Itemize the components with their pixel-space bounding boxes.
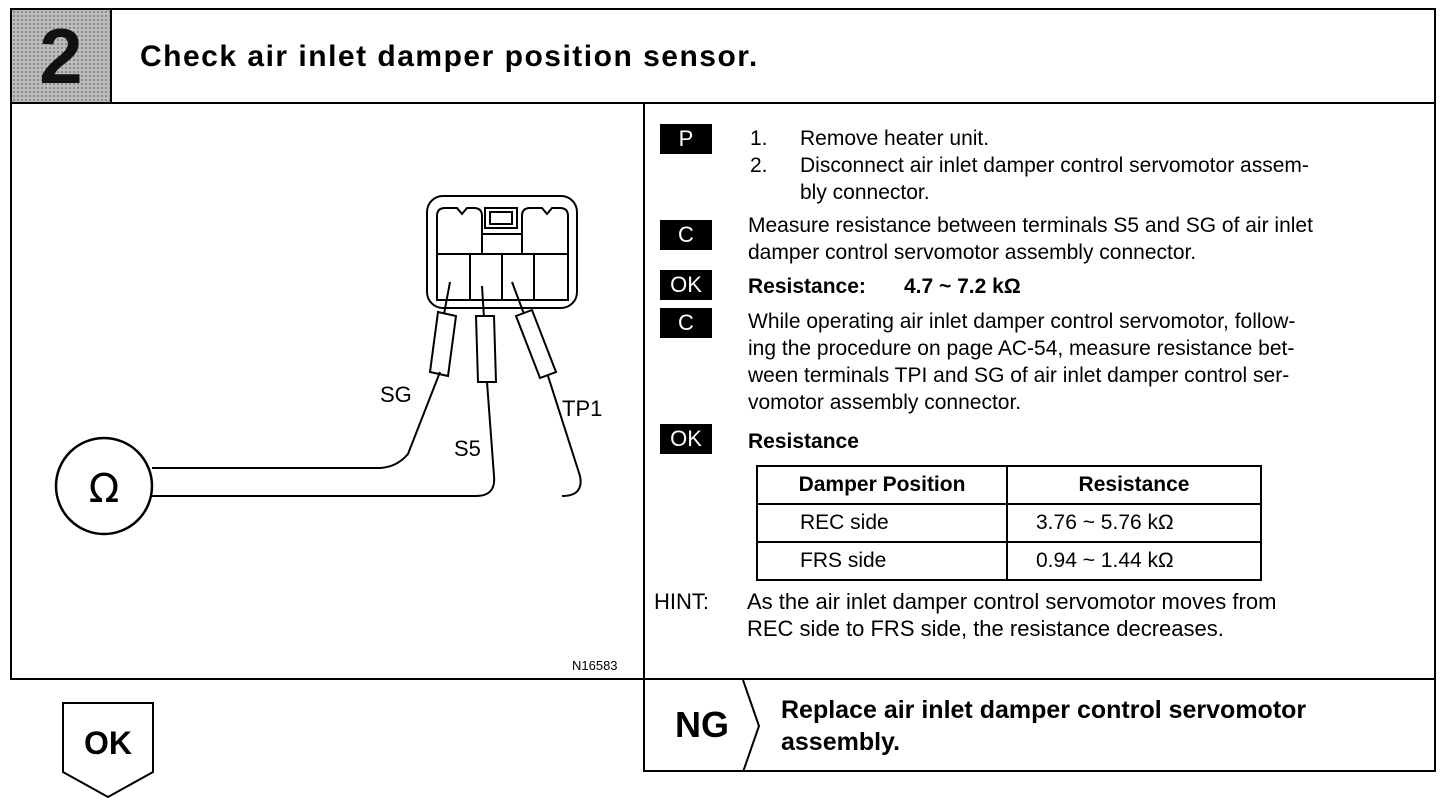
table-header: Damper Position: [756, 465, 1008, 505]
ng-chevron-icon: [742, 680, 761, 772]
ohmmeter-icon: [54, 436, 154, 536]
check1-line1: Measure resistance between terminals S5 …: [748, 214, 1313, 237]
probe-sg: [152, 281, 458, 469]
ok1-value: 4.7 ~ 7.2 kΩ: [904, 275, 1021, 298]
step-number-box: 2: [12, 10, 112, 102]
probe-s5: [152, 285, 498, 497]
badge-c-1: C: [660, 220, 712, 250]
column-divider: [643, 102, 645, 680]
hint-label: HINT:: [654, 589, 709, 614]
table-row: FRS side 0.94 ~ 1.44 kΩ: [756, 541, 1262, 581]
ok-result-label: OK: [84, 725, 132, 761]
check2-line2: ing the procedure on page AC-54, measure…: [748, 337, 1295, 360]
check1-line2: damper control servomotor assembly conne…: [748, 241, 1197, 264]
badge-c-2: C: [660, 308, 712, 338]
step-header: 2 Check air inlet damper position sensor…: [10, 8, 1436, 104]
label-s5: S5: [454, 436, 481, 461]
table-cell: 0.94 ~ 1.44 kΩ: [1006, 541, 1262, 581]
badge-p: P: [660, 124, 712, 154]
ng-action: Replace air inlet damper control servomo…: [781, 694, 1306, 758]
ok2-label: Resistance: [748, 430, 859, 453]
check2-line3: ween terminals TPI and SG of air inlet d…: [748, 364, 1290, 387]
badge-ok-1: OK: [660, 270, 712, 300]
badge-ok-2: OK: [660, 424, 712, 454]
ng-action-line1: Replace air inlet damper control servomo…: [781, 696, 1307, 724]
hint-line1: As the air inlet damper control servomot…: [747, 589, 1277, 614]
ok-result: OK: [62, 702, 154, 799]
step-num-1: 1.: [750, 127, 768, 150]
ng-result: NG Replace air inlet damper control serv…: [643, 680, 1436, 772]
table-row: REC side 3.76 ~ 5.76 kΩ: [756, 503, 1262, 543]
table-cell: REC side: [756, 503, 1008, 543]
step-text-1: Remove heater unit.: [800, 127, 990, 150]
check2-line1: While operating air inlet damper control…: [748, 310, 1296, 333]
label-tp1: TP1: [562, 396, 602, 421]
label-sg: SG: [380, 382, 412, 407]
ng-label: NG: [675, 704, 729, 745]
ok1-label: Resistance:: [748, 275, 866, 298]
ohm-symbol: Ω: [89, 466, 120, 512]
figure-number: N16583: [572, 658, 618, 673]
ok-arrow-shape: OK: [62, 702, 154, 799]
step-text-2a: Disconnect air inlet damper control serv…: [800, 154, 1309, 177]
connector-housing: [426, 195, 578, 309]
step-num-2: 2.: [750, 154, 768, 177]
probe-tp1: [511, 281, 582, 497]
connector-diagram: Ω SG S5 TP1: [54, 195, 602, 536]
step-number: 2: [39, 12, 83, 100]
ng-action-line2: assembly.: [781, 728, 901, 756]
table-cell: 3.76 ~ 5.76 kΩ: [1006, 503, 1262, 543]
resistance-table: Damper Position Resistance REC side 3.76…: [756, 465, 1262, 581]
table-header-row: Damper Position Resistance: [756, 465, 1262, 505]
step-title: Check air inlet damper position sensor.: [140, 40, 759, 73]
step-text-2b: bly connector.: [800, 181, 930, 204]
table-cell: FRS side: [756, 541, 1008, 581]
check2-line4: vomotor assembly connector.: [748, 391, 1022, 414]
table-header: Resistance: [1006, 465, 1262, 505]
procedure-frame: [10, 8, 1436, 680]
hint-line2: REC side to FRS side, the resistance dec…: [747, 616, 1224, 641]
